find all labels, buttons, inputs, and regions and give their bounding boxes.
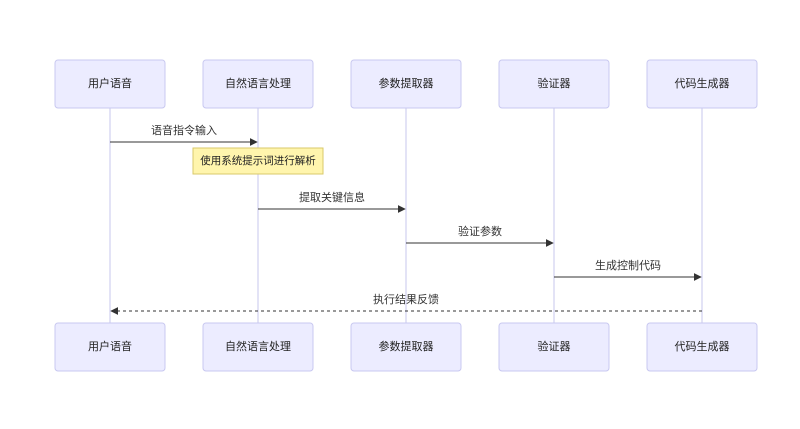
- actors-bottom: 用户语音 自然语言处理 参数提取器 验证器 代码生成器: [54, 322, 758, 372]
- participant-box: [646, 59, 758, 109]
- participant-box: [202, 322, 314, 372]
- note-label: 使用系统提示词进行解析: [200, 154, 316, 167]
- participant-top-p2: 自然语言处理: [202, 59, 314, 109]
- note-0: 使用系统提示词进行解析: [192, 147, 324, 175]
- participant-box: [646, 322, 758, 372]
- notes: 使用系统提示词进行解析: [192, 147, 324, 175]
- participant-box: [54, 322, 166, 372]
- participant-label: 参数提取器: [379, 339, 434, 353]
- message-2: 验证参数: [406, 224, 554, 247]
- participant-label: 用户语音: [88, 76, 132, 90]
- participant-box: [498, 322, 610, 372]
- message-4: 执行结果反馈: [110, 292, 702, 315]
- message-label: 执行结果反馈: [373, 292, 439, 306]
- message-3: 生成控制代码: [554, 258, 702, 281]
- message-0: 语音指令输入: [110, 123, 258, 146]
- participant-top-p4: 验证器: [498, 59, 610, 109]
- participant-bottom-p2: 自然语言处理: [202, 322, 314, 372]
- note-box: [192, 147, 324, 175]
- participant-label: 参数提取器: [379, 76, 434, 90]
- participant-bottom-p4: 验证器: [498, 322, 610, 372]
- participant-label: 自然语言处理: [225, 76, 291, 90]
- actors-top: 用户语音 自然语言处理 参数提取器 验证器 代码生成器: [54, 59, 758, 109]
- participant-bottom-p3: 参数提取器: [350, 322, 462, 372]
- message-label: 语音指令输入: [151, 123, 217, 137]
- participant-label: 验证器: [538, 76, 571, 90]
- participant-box: [498, 59, 610, 109]
- message-label: 生成控制代码: [595, 258, 661, 272]
- message-label: 提取关键信息: [299, 190, 365, 204]
- participant-label: 用户语音: [88, 339, 132, 353]
- participant-top-p1: 用户语音: [54, 59, 166, 109]
- participant-label: 代码生成器: [675, 76, 730, 90]
- participant-box: [350, 322, 462, 372]
- message-1: 提取关键信息: [258, 190, 406, 213]
- participant-bottom-p1: 用户语音: [54, 322, 166, 372]
- participant-box: [54, 59, 166, 109]
- participant-bottom-p5: 代码生成器: [646, 322, 758, 372]
- lifelines: [109, 108, 703, 323]
- participant-box: [350, 59, 462, 109]
- participant-label: 验证器: [538, 339, 571, 353]
- participant-box: [202, 59, 314, 109]
- participant-top-p3: 参数提取器: [350, 59, 462, 109]
- participant-label: 代码生成器: [675, 339, 730, 353]
- participant-top-p5: 代码生成器: [646, 59, 758, 109]
- participant-label: 自然语言处理: [225, 339, 291, 353]
- message-label: 验证参数: [458, 224, 502, 238]
